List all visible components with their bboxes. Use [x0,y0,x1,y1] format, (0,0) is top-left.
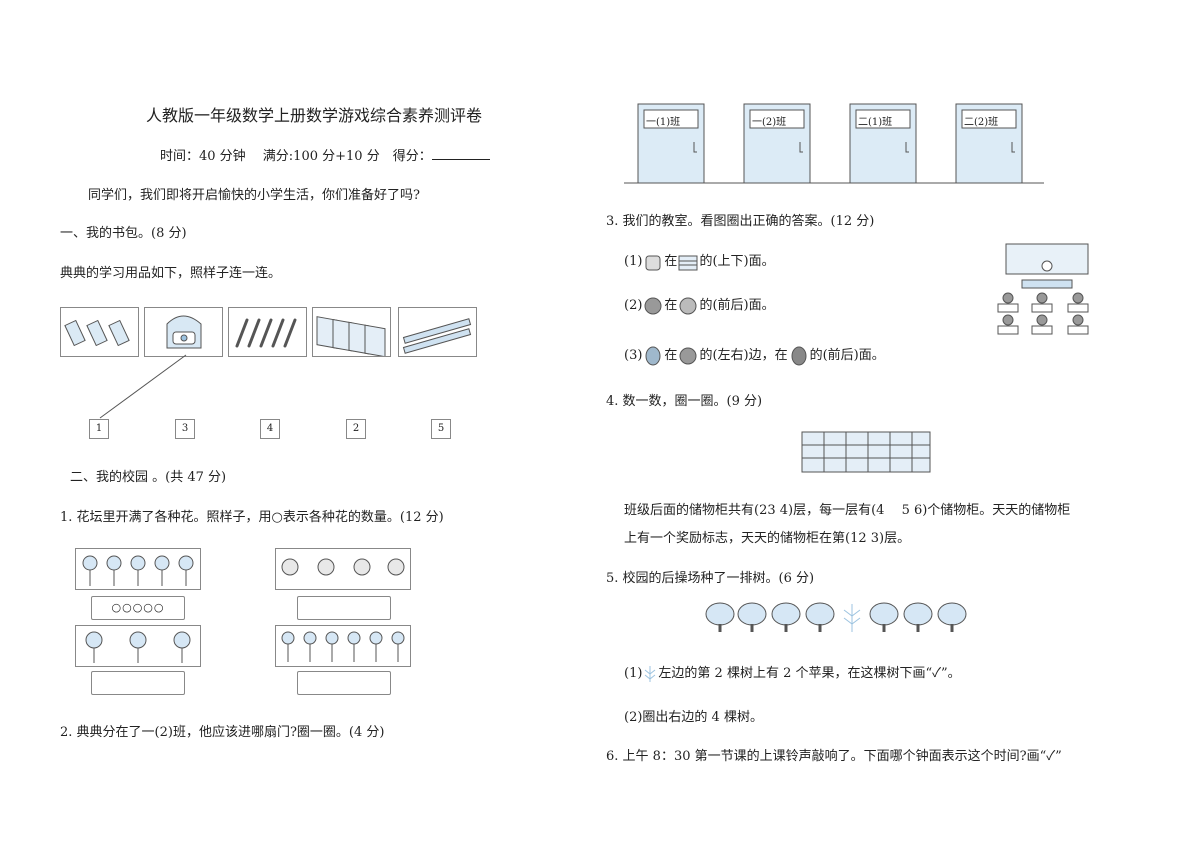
erasers-card[interactable] [60,307,139,357]
number-box[interactable]: 3 [175,419,195,439]
trees-row-image [705,602,967,632]
door-1-label[interactable]: 一(1)班 [646,117,681,128]
student-head-icon [644,297,662,314]
backpack-card[interactable] [144,307,223,357]
number-box[interactable]: 1 [89,419,109,439]
answer-box[interactable] [297,671,391,695]
page-title: 人教版一年级数学上册数学游戏综合素养测评卷 [146,106,483,125]
question-1: 1. 花坛里开满了各种花。照样子，用○表示各种花的数量。(12 分) [60,510,444,525]
q5-item-1: (1) 左边的第 2 棵树上有 2 个苹果，在这棵树下画“✓”。 [624,662,961,684]
answer-box[interactable] [297,596,391,620]
number-box[interactable]: 5 [431,419,451,439]
q3-2-num: (2) [624,298,643,313]
q3-3-choice-2[interactable]: 的(前后)面。 [809,348,885,363]
pencil-holder-icon [645,255,661,270]
q3-3-choice-1[interactable]: 的(左右)边，在 [699,348,788,363]
q3-1-in: 在 [664,254,678,269]
door-2-label[interactable]: 一(2)班 [752,117,787,128]
flower-box-1 [75,548,201,590]
exam-meta-text: 时间：40 分钟 满分:100 分+10 分 得分： [160,149,432,164]
q3-1-choice[interactable]: 的(上下)面。 [699,254,775,269]
books-card[interactable] [312,307,391,358]
pencils-card[interactable] [228,307,307,357]
question-3: 3. 我们的教室。看图圈出正确的答案。(12 分) [606,214,875,229]
section1-instruction: 典典的学习用品如下，照样子连一连。 [60,266,282,281]
q4-text-line-2: 上有一个奖励标志，天天的储物柜在第(12 3)层。 [624,531,911,546]
classroom-scene-image [997,243,1089,335]
door-4-label[interactable]: 二(2)班 [964,117,999,128]
student-head-icon [679,297,697,314]
door-3-label[interactable]: 二(1)班 [858,117,893,128]
number-box[interactable]: 4 [260,419,280,439]
q3-3-in: 在 [664,348,678,363]
q5-1-text: 左边的第 2 棵树上有 2 个苹果，在这棵树下画“✓”。 [658,666,961,681]
q4-text-line-1: 班级后面的储物柜共有(23 4)层，每一层有(4 5 6)个储物柜。天天的储物柜 [624,503,1071,518]
q3-1-num: (1) [624,254,643,269]
flower-box-3 [275,548,411,590]
flower-icon [281,558,405,576]
student-head-icon [791,346,807,365]
rulers-card[interactable] [398,307,477,357]
q3-item-1: (1) 在 的(上下)面。 [624,250,775,272]
q3-2-choice[interactable]: 的(前后)面。 [699,298,775,313]
answer-box[interactable] [91,671,185,695]
section2-heading: 二、我的校园 。(共 47 分) [70,470,227,485]
q3-item-3: (3) 在 的(左右)边，在 的(前后)面。 [624,344,885,367]
question-6: 6. 上午 8：30 第一节课的上课铃声敲响了。下面哪个钟面表示这个时间?画“✓… [606,749,1062,764]
pencils-icon [235,318,297,348]
book-stack-icon [678,255,698,270]
small-tree-icon [645,665,656,682]
intro-text: 同学们，我们即将开启愉快的小学生活，你们准备好了吗? [88,188,420,203]
classroom-doors [624,103,1044,184]
score-blank[interactable] [431,147,490,160]
flower-box-2 [75,625,201,667]
example-connect-line [99,354,187,419]
flower-icon [82,555,194,586]
backpack-icon [166,315,202,349]
q3-2-in: 在 [664,298,678,313]
q5-item-2: (2)圈出右边的 4 棵树。 [624,710,763,725]
question-5: 5. 校园的后操场种了一排树。(6 分) [606,571,815,586]
answer-box[interactable]: ○○○○○ [91,596,185,620]
question-2: 2. 典典分在了一(2)班，他应该进哪扇门?圈一圈。(4 分) [60,725,385,740]
flower-icon [85,631,191,663]
student-head-icon [679,347,697,364]
section1-heading: 一、我的书包。(8 分) [60,226,187,241]
lockers-image [801,431,931,473]
question-4: 4. 数一数，圈一圈。(9 分) [606,394,763,409]
flower-icon [281,631,405,662]
q3-item-2: (2) 在 的(前后)面。 [624,294,775,316]
girl-head-icon [645,346,661,365]
q5-1-num: (1) [624,666,643,681]
erasers-icon [64,319,130,347]
number-box[interactable]: 2 [346,419,366,439]
books-icon [316,316,386,358]
q3-3-num: (3) [624,348,643,363]
flower-box-4 [275,625,411,667]
exam-meta: 时间：40 分钟 满分:100 分+10 分 得分： [160,145,490,164]
rulers-icon [402,318,472,354]
